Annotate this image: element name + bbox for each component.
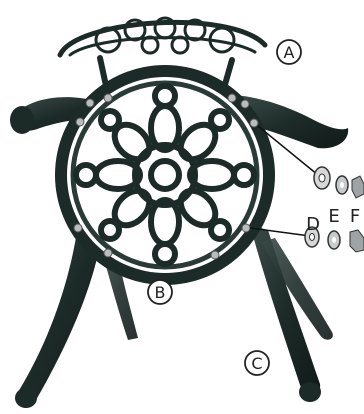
bolt [242, 224, 250, 232]
bolt [228, 94, 236, 102]
nut-icon [350, 230, 364, 252]
bolt [241, 100, 249, 108]
bolt [76, 118, 84, 126]
bolt [250, 119, 258, 127]
bolt [86, 99, 94, 107]
bolt [104, 249, 112, 257]
label-c: C [251, 354, 262, 373]
bolt [211, 251, 219, 259]
label-e: E [328, 206, 339, 227]
callout-a: A [277, 40, 301, 64]
label-b: B [155, 283, 166, 302]
label-f: F [350, 206, 360, 227]
callout-b: B [148, 280, 172, 304]
bolt [74, 224, 82, 232]
bolt [104, 94, 112, 102]
callout-c: C [245, 351, 269, 375]
nut-icon [352, 176, 364, 198]
label-a: A [284, 43, 295, 62]
hardware-upper [314, 167, 364, 198]
label-d-visible: D [306, 214, 320, 235]
seat [55, 65, 275, 285]
